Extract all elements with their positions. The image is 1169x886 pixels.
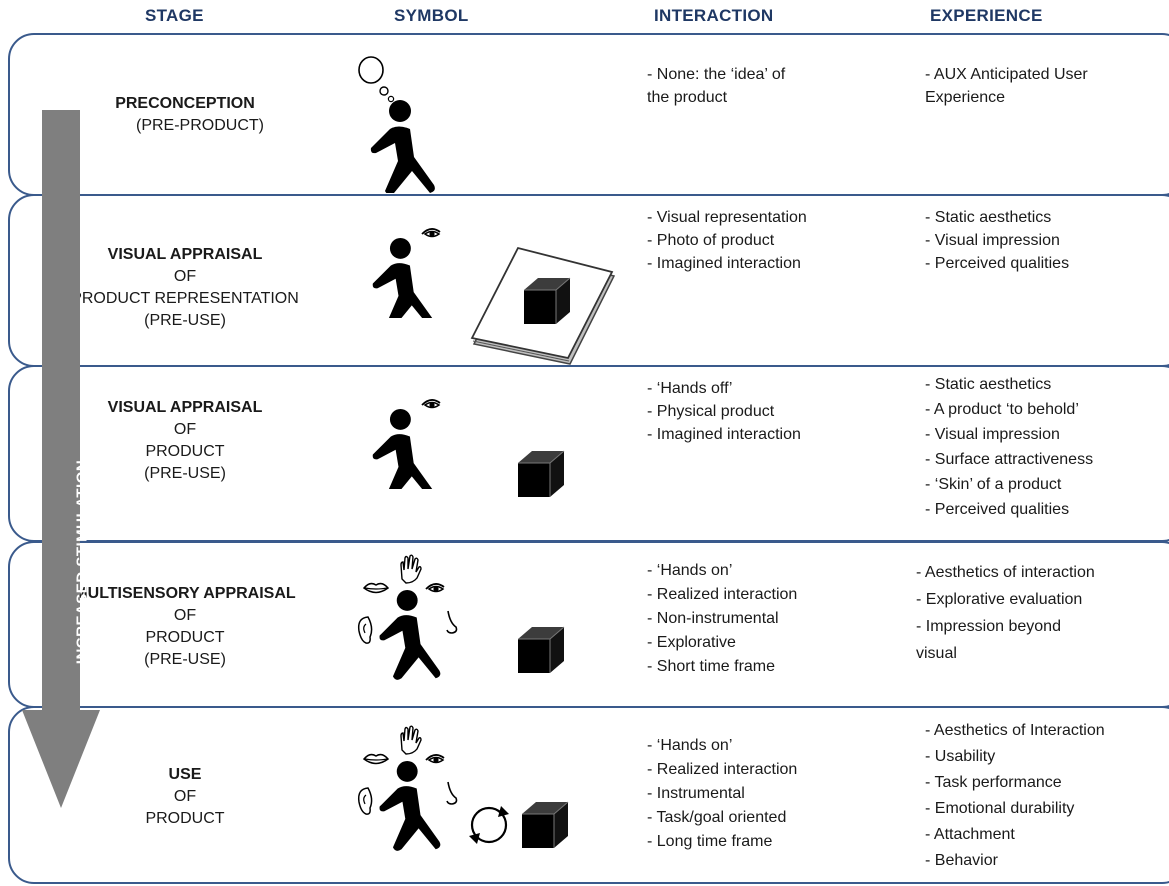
cycle-arrows-icon: [469, 806, 509, 844]
experience-list: - Static aesthetics - Visual impression …: [925, 206, 1069, 275]
person-eye-icon: [372, 228, 441, 318]
interaction-item: - Non-instrumental: [647, 610, 779, 627]
stage-row-visual-appraisal-product: VISUAL APPRAISAL OF PRODUCT (PRE-USE) - …: [8, 365, 1169, 542]
person-eye-icon: [372, 399, 441, 489]
interaction-item: - ‘Hands on’: [647, 562, 733, 579]
interaction-list: - Visual representation - Photo of produ…: [647, 206, 807, 275]
stage-line: (PRE-USE): [144, 465, 226, 482]
interaction-item: - Imagined interaction: [647, 255, 801, 272]
interaction-item: - Short time frame: [647, 658, 776, 675]
experience-item: - Visual impression: [925, 426, 1060, 443]
stage-line: OF: [173, 268, 197, 285]
stage-line: PRODUCT: [145, 443, 225, 460]
stage-title: VISUAL APPRAISAL: [107, 246, 263, 263]
interaction-item: - Explorative: [647, 634, 736, 651]
experience-list: - AUX Anticipated User Experience: [925, 63, 1088, 109]
stage-subtitle: (PRE-PRODUCT): [136, 117, 264, 134]
experience-list: - Aesthetics of interaction - Explorativ…: [916, 559, 1095, 667]
interaction-item: - Long time frame: [647, 833, 773, 850]
stage-label: MULTISENSORY APPRAISAL OF PRODUCT (PRE-U…: [10, 583, 360, 671]
experience-item: - Aesthetics of interaction: [916, 564, 1095, 581]
header-experience: EXPERIENCE: [930, 6, 1043, 25]
stage-row-multisensory-appraisal: MULTISENSORY APPRAISAL OF PRODUCT (PRE-U…: [8, 541, 1169, 708]
experience-item: - Static aesthetics: [925, 376, 1052, 393]
experience-item: - Behavior: [925, 852, 998, 869]
experience-item: visual: [916, 645, 957, 662]
header-symbol: SYMBOL: [394, 6, 469, 25]
interaction-item: the product: [647, 89, 728, 106]
interaction-item: - Imagined interaction: [647, 426, 801, 443]
stage-title: PRECONCEPTION: [115, 95, 255, 112]
experience-item: - Aesthetics of Interaction: [925, 722, 1105, 739]
stage-label: VISUAL APPRAISAL OF PRODUCT (PRE-USE): [10, 397, 360, 485]
cube-icon: [522, 801, 569, 849]
experience-item: - Explorative evaluation: [916, 591, 1083, 608]
experience-item: Experience: [925, 89, 1006, 106]
interaction-item: - Visual representation: [647, 209, 807, 226]
experience-item: - Task performance: [925, 774, 1062, 791]
stage-line: OF: [173, 788, 197, 805]
person-senses-icon: [357, 554, 458, 680]
stage-row-visual-appraisal-representation: VISUAL APPRAISAL OF PRODUCT REPRESENTATI…: [8, 194, 1169, 367]
header-interaction: INTERACTION: [654, 6, 774, 25]
stage-title: USE: [168, 766, 202, 783]
interaction-list: - ‘Hands off’ - Physical product - Imagi…: [647, 377, 801, 446]
photo-book-icon: [470, 246, 616, 365]
experience-item: - Usability: [925, 748, 996, 765]
stage-title: VISUAL APPRAISAL: [107, 399, 263, 416]
stage-title: MULTISENSORY APPRAISAL: [74, 585, 296, 602]
stage-line: PRODUCT REPRESENTATION: [71, 290, 299, 307]
stage-line: (PRE-USE): [144, 651, 226, 668]
stage-label: USE OF PRODUCT: [10, 764, 360, 830]
stimulation-arrow: INCREASED STIMULATION: [22, 110, 100, 810]
interaction-list: - ‘Hands on’ - Realized interaction - No…: [647, 559, 797, 679]
header-stage: STAGE: [145, 6, 204, 25]
experience-item: - Static aesthetics: [925, 209, 1052, 226]
experience-item: - ‘Skin’ of a product: [925, 476, 1062, 493]
experience-item: - Impression beyond: [916, 618, 1061, 635]
experience-list: - Static aesthetics - A product ‘to beho…: [925, 372, 1093, 522]
down-arrow-icon: [22, 110, 100, 808]
interaction-item: - Instrumental: [647, 785, 745, 802]
stage-row-preconception: PRECONCEPTION (PRE-PRODUCT) - None: the …: [8, 33, 1169, 196]
experience-item: - Attachment: [925, 826, 1015, 843]
experience-item: - Perceived qualities: [925, 255, 1070, 272]
stage-line: (PRE-USE): [144, 312, 226, 329]
experience-item: - Visual impression: [925, 232, 1060, 249]
stage-line: PRODUCT: [145, 810, 225, 827]
arrow-label: INCREASED STIMULATION: [73, 459, 91, 665]
stage-row-use: USE OF PRODUCT - ‘Hands on’ - Realized i…: [8, 706, 1169, 884]
cube-icon: [518, 450, 565, 498]
interaction-item: - Physical product: [647, 403, 775, 420]
experience-item: - Perceived qualities: [925, 501, 1070, 518]
interaction-list: - ‘Hands on’ - Realized interaction - In…: [647, 734, 797, 854]
interaction-item: - None: the ‘idea’ of: [647, 66, 786, 83]
interaction-item: - Realized interaction: [647, 761, 798, 778]
interaction-item: - ‘Hands off’: [647, 380, 733, 397]
stage-label: PRECONCEPTION (PRE-PRODUCT): [10, 93, 360, 137]
interaction-item: - Photo of product: [647, 232, 775, 249]
stage-line: OF: [173, 607, 197, 624]
interaction-item: - Realized interaction: [647, 586, 798, 603]
interaction-list: - None: the ‘idea’ of the product: [647, 63, 785, 109]
interaction-item: - ‘Hands on’: [647, 737, 733, 754]
experience-item: - A product ‘to behold’: [925, 401, 1079, 418]
thinking-person-icon: [358, 56, 435, 193]
interaction-item: - Task/goal oriented: [647, 809, 787, 826]
stage-line: PRODUCT: [145, 629, 225, 646]
experience-item: - Emotional durability: [925, 800, 1075, 817]
cube-icon: [518, 626, 565, 674]
experience-item: - AUX Anticipated User: [925, 66, 1088, 83]
experience-list: - Aesthetics of Interaction - Usability …: [925, 718, 1105, 874]
experience-item: - Surface attractiveness: [925, 451, 1094, 468]
stage-label: VISUAL APPRAISAL OF PRODUCT REPRESENTATI…: [10, 244, 360, 332]
stage-line: OF: [173, 421, 197, 438]
